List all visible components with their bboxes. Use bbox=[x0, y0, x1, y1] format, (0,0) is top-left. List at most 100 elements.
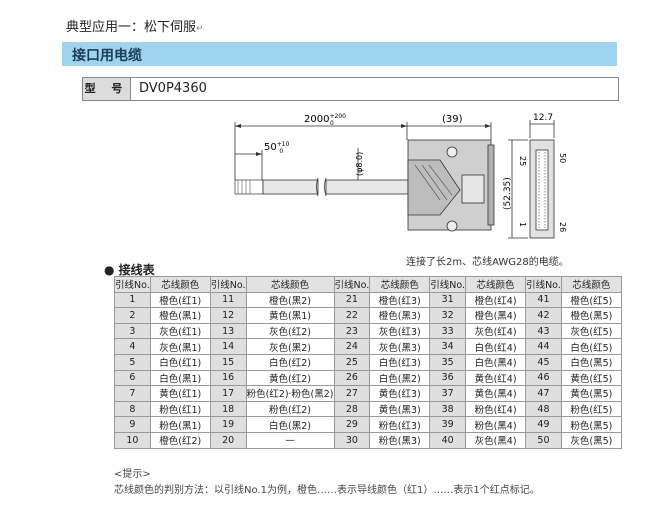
core-color-cell: 白色(黑4) bbox=[465, 353, 527, 371]
lead-no-cell: 21 bbox=[333, 291, 371, 309]
core-color-cell: 黄色(黑1) bbox=[245, 307, 335, 324]
lead-no-cell: 1 bbox=[114, 291, 151, 309]
lead-no-cell: 10 bbox=[114, 431, 151, 449]
note-title: <提示> bbox=[114, 469, 151, 480]
lead-no-cell: 27 bbox=[333, 385, 371, 402]
lead-no-cell: 34 bbox=[429, 338, 467, 355]
header-core-color: 芯线颜色 bbox=[149, 276, 211, 293]
core-color-cell: 黄色(红5) bbox=[560, 369, 622, 387]
lead-no-cell: 28 bbox=[333, 400, 371, 418]
core-color-cell: 橙色(黑4) bbox=[465, 307, 527, 324]
core-color-cell: — bbox=[245, 431, 335, 449]
model-value: DV0P4360 bbox=[139, 81, 207, 96]
lead-no-cell: 30 bbox=[333, 431, 371, 449]
lead-no-cell: 38 bbox=[429, 400, 467, 418]
core-color-cell: 灰色(黑1) bbox=[149, 338, 211, 355]
core-color-cell: 橙色(黑2) bbox=[245, 291, 335, 309]
header-core-color: 芯线颜色 bbox=[245, 276, 335, 293]
core-color-cell: 粉色(红4) bbox=[465, 400, 527, 418]
lead-no-cell: 13 bbox=[209, 322, 247, 340]
cable-caption: 连接了长2m、芯线AWG28的电缆。 bbox=[406, 257, 569, 268]
arrow-39 bbox=[485, 124, 491, 128]
core-color-cell: 橙色(黑3) bbox=[369, 307, 431, 324]
core-color-cell: 黄色(红3) bbox=[369, 385, 431, 402]
lead-no-cell: 17 bbox=[209, 385, 247, 402]
header-lead-no: 引线No. bbox=[525, 276, 562, 293]
core-color-cell: 灰色(黑4) bbox=[465, 431, 527, 449]
lead-no-cell: 36 bbox=[429, 369, 467, 387]
arrow-right bbox=[401, 124, 407, 128]
core-color-cell: 粉色(黑3) bbox=[369, 431, 431, 449]
core-color-cell: 灰色(黑3) bbox=[369, 338, 431, 355]
lead-no-cell: 31 bbox=[429, 291, 467, 309]
lead-no-cell: 2 bbox=[114, 307, 151, 324]
lead-no-cell: 14 bbox=[209, 338, 247, 355]
lead-no-cell: 16 bbox=[209, 369, 247, 387]
lead-no-cell: 12 bbox=[209, 307, 247, 324]
lead-no-cell: 9 bbox=[114, 416, 151, 433]
model-label: 型 号 bbox=[83, 78, 131, 100]
core-color-cell: 粉色(红1) bbox=[149, 400, 211, 418]
lead-no-cell: 29 bbox=[333, 416, 371, 433]
connector-side-view bbox=[407, 139, 495, 232]
header-lead-no: 引线No. bbox=[114, 276, 151, 293]
lead-no-cell: 7 bbox=[114, 385, 151, 402]
lead-no-cell: 45 bbox=[525, 353, 562, 371]
core-color-cell: 白色(黑1) bbox=[149, 369, 211, 387]
dim-39-text: (39) bbox=[442, 114, 463, 125]
lead-no-cell: 23 bbox=[333, 322, 371, 340]
lead-no-cell: 15 bbox=[209, 353, 247, 371]
lead-no-cell: 37 bbox=[429, 385, 467, 402]
core-color-cell: 灰色(红4) bbox=[465, 322, 527, 340]
core-color-cell: 白色(红4) bbox=[465, 338, 527, 355]
core-color-cell: 橙色(红5) bbox=[560, 291, 622, 309]
lead-no-cell: 47 bbox=[525, 385, 562, 402]
core-color-cell: 橙色(红3) bbox=[369, 291, 431, 309]
lead-no-cell: 44 bbox=[525, 338, 562, 355]
core-color-cell: 黄色(黑5) bbox=[560, 385, 622, 402]
lead-no-cell: 3 bbox=[114, 322, 151, 340]
header-core-color: 芯线颜色 bbox=[465, 276, 527, 293]
lead-no-cell: 46 bbox=[525, 369, 562, 387]
core-color-cell: 橙色(红2) bbox=[149, 431, 211, 449]
arrow-strip bbox=[256, 152, 262, 156]
pin-1-label: 1 bbox=[518, 222, 527, 227]
lead-no-cell: 5 bbox=[114, 353, 151, 371]
lead-no-cell: 25 bbox=[333, 353, 371, 371]
header-lead-no: 引线No. bbox=[429, 276, 467, 293]
cable-body bbox=[262, 177, 409, 197]
lead-no-cell: 39 bbox=[429, 416, 467, 433]
lead-no-cell: 18 bbox=[209, 400, 247, 418]
core-color-cell: 橙色(红1) bbox=[149, 291, 211, 309]
core-color-cell: 白色(红1) bbox=[149, 353, 211, 371]
dim-52-35-text: (52.35) bbox=[503, 177, 513, 210]
model-row: 型 号 DV0P4360 bbox=[82, 77, 619, 101]
core-color-cell: 粉色(红5) bbox=[560, 400, 622, 418]
header-lead-no: 引线No. bbox=[209, 276, 247, 293]
header-core-color: 芯线颜色 bbox=[369, 276, 431, 293]
lead-no-cell: 19 bbox=[209, 416, 247, 433]
pin-26-label: 26 bbox=[558, 222, 567, 232]
wiring-table-header: 引线No. 芯线颜色 引线No. 芯线颜色 引线No. 芯线颜色 引线No. 芯… bbox=[114, 276, 622, 293]
pin-50-label: 50 bbox=[558, 153, 567, 163]
core-color-cell: 橙色(黑5) bbox=[560, 307, 622, 324]
core-color-cell: 灰色(黑2) bbox=[245, 338, 335, 355]
core-color-cell: 灰色(红1) bbox=[149, 322, 211, 340]
note-text: 芯线颜色的判别方法：以引线No.1为例，橙色……表示导线颜色（红1）……表示1个… bbox=[114, 485, 540, 496]
lead-no-cell: 40 bbox=[429, 431, 467, 449]
intro-text: 典型应用一：松下伺服 bbox=[66, 20, 197, 35]
core-color-cell: 白色(红5) bbox=[560, 338, 622, 355]
core-color-cell: 白色(黑2) bbox=[245, 416, 335, 433]
core-color-cell: 橙色(黑1) bbox=[149, 307, 211, 324]
core-color-cell: 粉色(红3) bbox=[369, 416, 431, 433]
core-color-cell: 粉色(红2) bbox=[245, 400, 335, 418]
